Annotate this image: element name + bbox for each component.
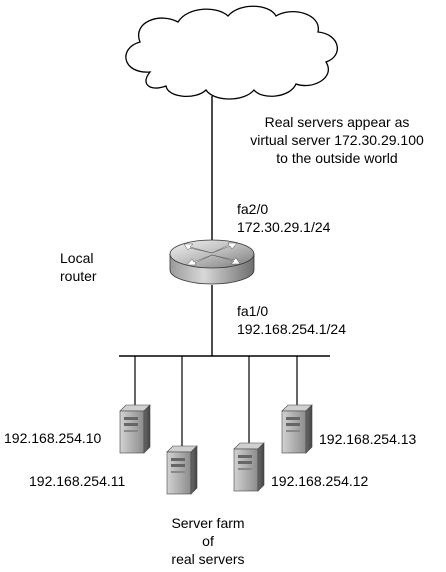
server-icon[interactable] <box>119 404 151 454</box>
server-ip-label: 192.168.254.13 <box>319 431 417 447</box>
server-icon[interactable] <box>233 442 265 492</box>
server-ip-label: 192.168.254.12 <box>271 473 369 489</box>
virtual-server-note-line: Real servers appear as <box>264 114 410 130</box>
server-ip-label: 192.168.254.10 <box>4 430 102 446</box>
server-farm-caption: Server farm of real servers <box>160 514 256 568</box>
upper-interface-address: 172.30.29.1/24 <box>237 219 331 235</box>
internet-cloud <box>125 5 338 100</box>
router-name-line: router <box>60 268 97 284</box>
virtual-server-note-line: to the outside world <box>276 150 398 166</box>
upper-interface-label: fa2/0 <box>237 201 269 217</box>
router-icon[interactable] <box>169 239 255 285</box>
server-ip-label: 192.168.254.11 <box>29 473 126 489</box>
virtual-server-note-line: virtual server 172.30.29.100 <box>250 132 424 148</box>
router-name-line: Local <box>60 250 94 266</box>
server-icon[interactable] <box>281 404 313 454</box>
server-farm-caption-line: real servers <box>171 551 245 567</box>
lower-interface-address: 192.168.254.1/24 <box>237 321 346 337</box>
server-farm-caption-line: Server farm <box>171 515 245 531</box>
lower-interface-label: fa1/0 <box>237 303 269 319</box>
server-farm-caption-line: of <box>202 533 214 549</box>
server-icon[interactable] <box>166 445 198 495</box>
virtual-server-note: Real servers appear as virtual server 17… <box>232 113 442 167</box>
